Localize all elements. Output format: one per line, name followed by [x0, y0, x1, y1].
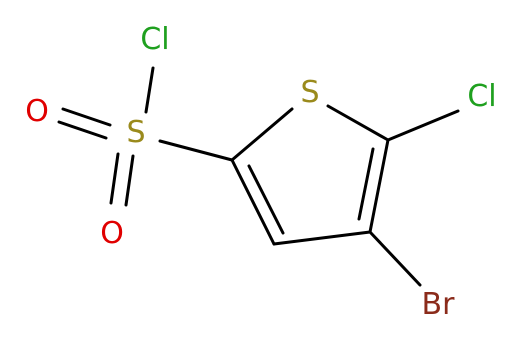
bond-s-o-upper-a: [61, 107, 112, 127]
bond-c4-br: [368, 230, 422, 287]
bond-s-cl: [144, 66, 155, 114]
bond-c5-cl: [386, 109, 460, 142]
bond-s-o-lower-b: [109, 152, 120, 205]
atom-chlorine-sulfonyl: Cl: [140, 22, 170, 57]
atom-oxygen-lower: O: [100, 216, 124, 251]
bond-s-o-upper-b: [57, 120, 108, 140]
bond-c5-sring: [326, 104, 390, 142]
bond-c2-c3: [230, 158, 276, 246]
atom-bromine: Br: [421, 287, 455, 322]
bond-s-o-lower-a: [124, 154, 135, 207]
bond-s-c2: [158, 139, 234, 162]
atom-sulfur-sulfonyl: S: [126, 115, 146, 150]
atom-oxygen-upper: O: [25, 94, 49, 129]
bond-c4-c5-inner: [357, 147, 375, 221]
atom-sulfur-ring: S: [300, 75, 320, 110]
bond-c4-c5: [368, 138, 390, 234]
bond-c3-c4: [272, 230, 372, 246]
bond-sring-c2: [230, 107, 294, 162]
bond-c2-c3-inner: [247, 164, 285, 235]
atom-chlorine-ring: Cl: [467, 79, 497, 114]
